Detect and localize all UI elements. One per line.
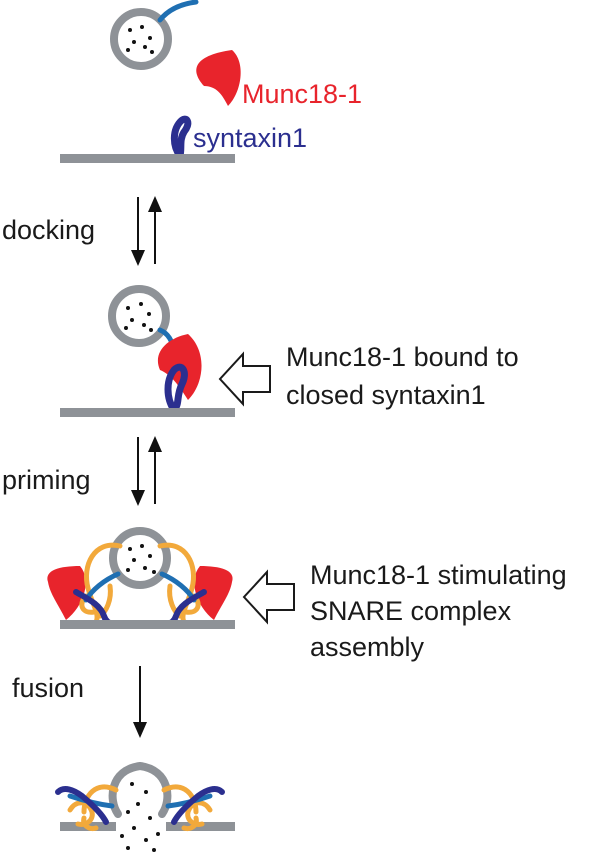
stage-1-undocked: Munc18-1 syntaxin1 xyxy=(60,0,362,163)
synaptobrevin-right xyxy=(159,571,197,603)
synaptobrevin-left xyxy=(83,571,121,603)
synaptobrevin xyxy=(157,0,199,23)
priming-label: priming xyxy=(2,465,91,495)
stage-2-docked xyxy=(60,285,235,417)
note-2-line-3: assembly xyxy=(310,632,425,662)
docking-equilibrium-arrows xyxy=(131,196,162,266)
pointer-arrow-1 xyxy=(218,351,271,407)
fusion-arrow xyxy=(133,666,147,738)
snap25-right xyxy=(161,784,199,815)
plasma-membrane xyxy=(60,408,235,417)
fusion-label: fusion xyxy=(12,673,84,703)
note-1-line-2: closed syntaxin1 xyxy=(286,380,486,410)
syntaxin-closed xyxy=(164,363,188,414)
snap25-left xyxy=(84,542,123,625)
syntaxin-label: syntaxin1 xyxy=(193,123,307,153)
munc18-label: Munc18-1 xyxy=(242,79,362,109)
stage-3-primed xyxy=(47,527,235,629)
priming-equilibrium-arrows xyxy=(131,436,162,506)
syntaxin-closed xyxy=(170,115,192,160)
note-1-line-1: Munc18-1 bound to xyxy=(286,342,519,372)
plasma-membrane xyxy=(60,620,235,629)
snap25-left xyxy=(81,784,119,815)
munc18-protein-left xyxy=(47,566,86,620)
munc18-protein xyxy=(196,50,241,106)
vesicle xyxy=(110,8,172,70)
note-2-line-2: SNARE complex xyxy=(310,596,512,626)
vesicle xyxy=(108,285,170,347)
munc18-protein-right xyxy=(194,566,233,620)
stage-4-fusion xyxy=(55,761,235,852)
syntaxin-right xyxy=(171,786,225,825)
fused-vesicle xyxy=(108,761,172,818)
pointer-arrow-2 xyxy=(242,569,295,625)
syntaxin-left xyxy=(55,786,109,825)
note-2-line-1: Munc18-1 stimulating xyxy=(310,560,567,590)
plasma-membrane xyxy=(60,154,235,163)
snap25-right xyxy=(157,542,196,625)
vesicle xyxy=(109,527,171,589)
docking-label: docking xyxy=(2,215,95,245)
